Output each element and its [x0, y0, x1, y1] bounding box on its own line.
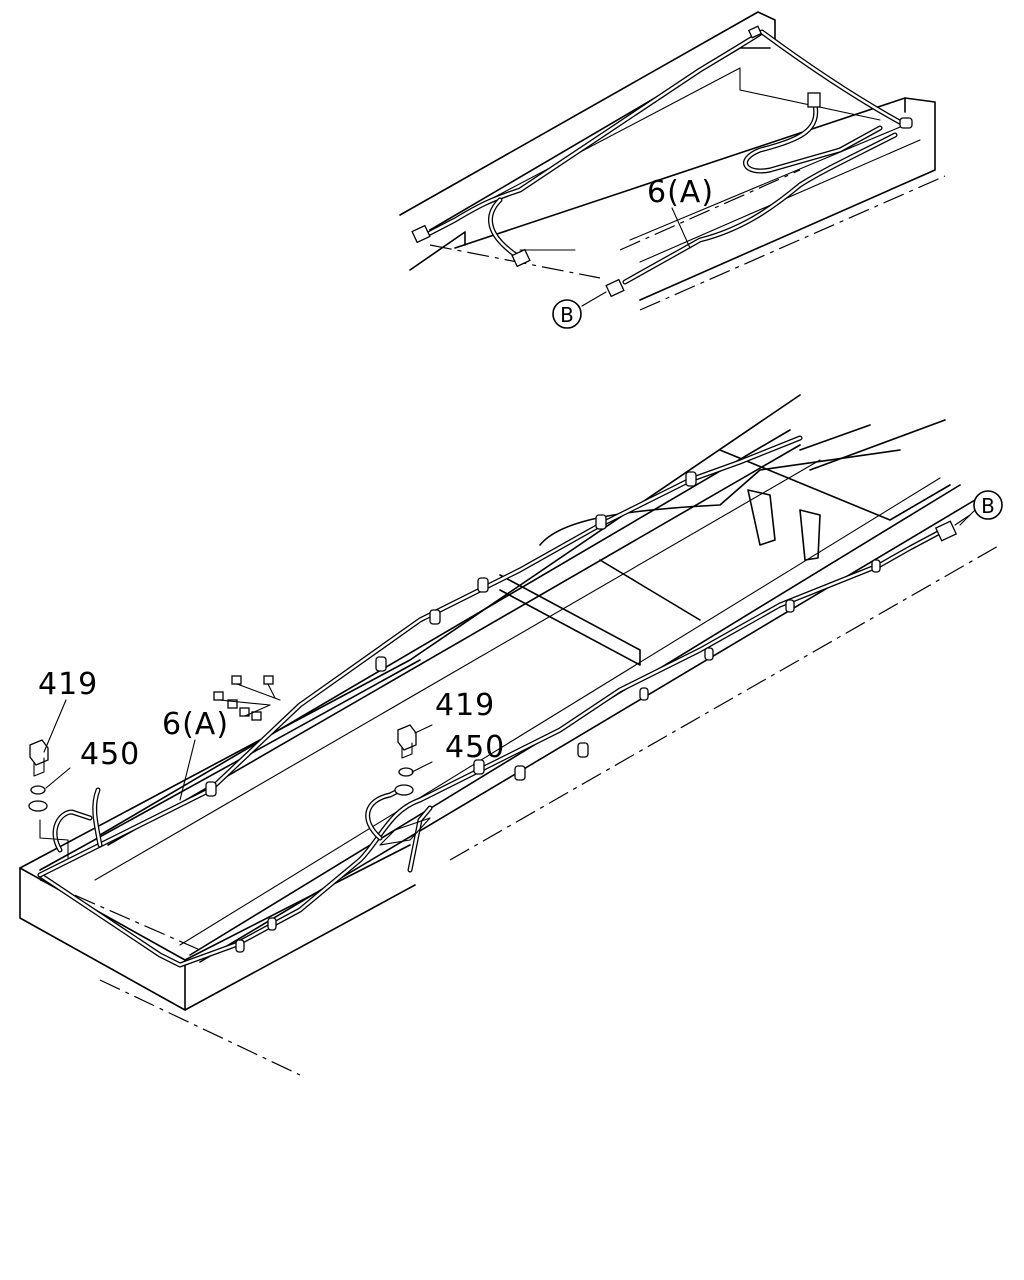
hardware-left [28, 699, 71, 859]
main-harness-routing [37, 435, 971, 968]
callout-harness-bottom: 6(A) [162, 707, 229, 742]
hardware-right [379, 724, 433, 846]
connector-ref-top-letter: B [560, 303, 574, 327]
leader-ref-bottom [959, 509, 976, 526]
connector-ref-bottom: B [973, 490, 1003, 520]
detail-view-frame-rear [399, 11, 946, 311]
callout-bolt-left: 419 [38, 667, 98, 702]
callout-bolt-right: 419 [435, 688, 495, 723]
callout-washer-right: 450 [445, 730, 505, 765]
connector-ref-bottom-letter: B [981, 494, 995, 518]
callout-washer-left: 450 [80, 737, 140, 772]
leader-harness-bottom [179, 739, 196, 801]
connector-ref-top: B [552, 299, 582, 329]
callout-harness-top: 6(A) [647, 175, 714, 210]
